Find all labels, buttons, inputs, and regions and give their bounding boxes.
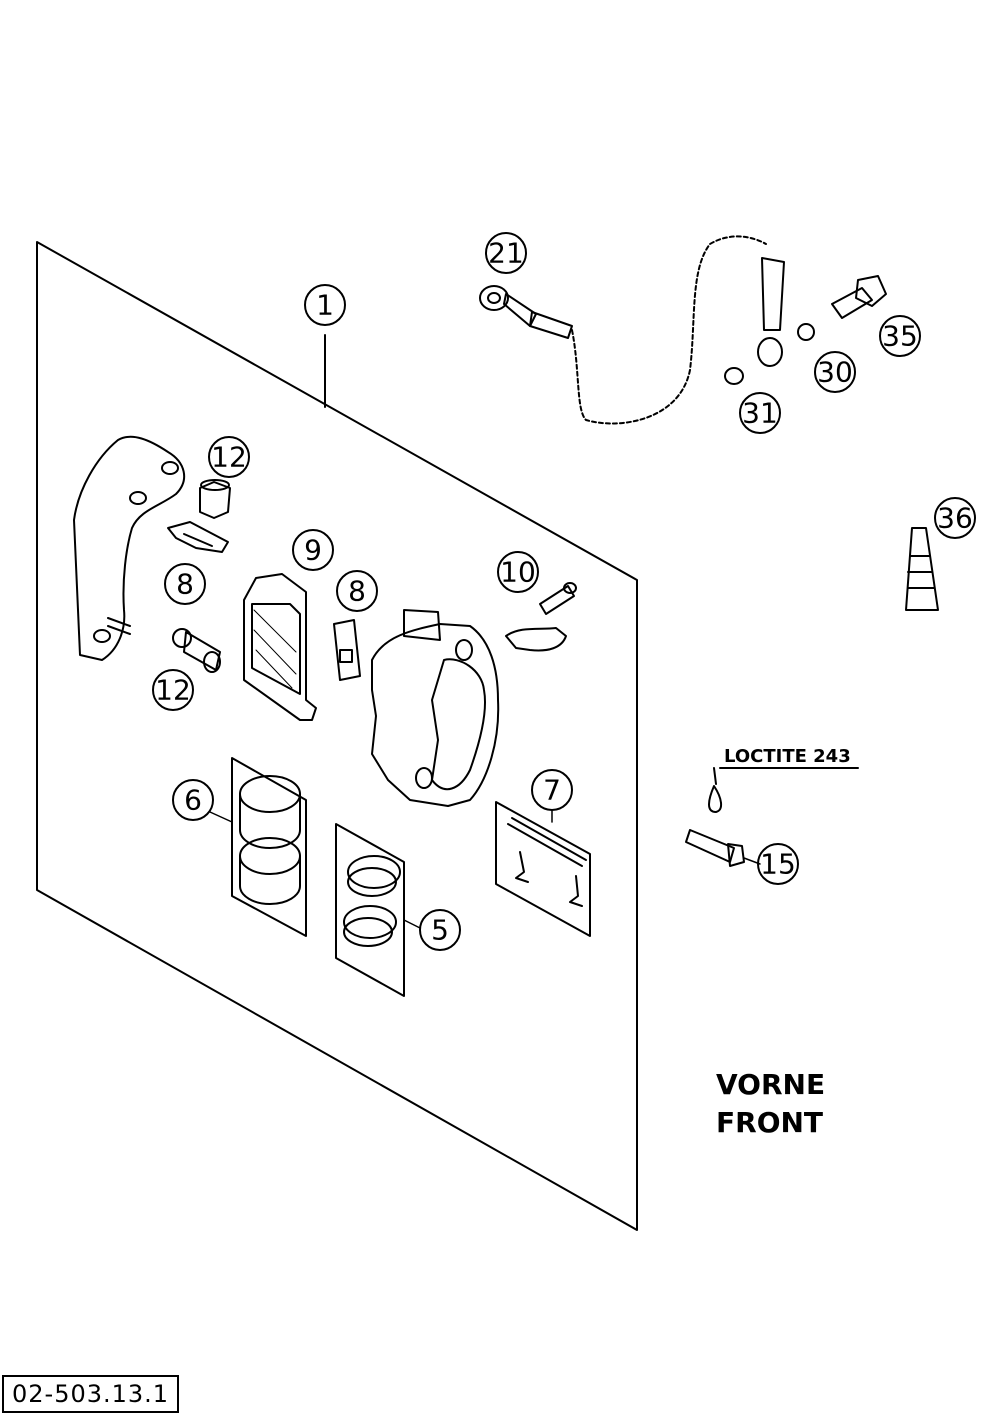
loctite-label: LOCTITE 243 bbox=[724, 746, 851, 767]
callout-8-right: 8 bbox=[348, 575, 366, 608]
callout-31: 31 bbox=[742, 397, 778, 430]
callout-35: 35 bbox=[882, 320, 918, 353]
assembly-frame bbox=[36, 241, 638, 1231]
part-10-bleeder bbox=[505, 582, 577, 652]
callout-10: 10 bbox=[500, 556, 536, 589]
callout-12-upper: 12 bbox=[211, 441, 247, 474]
part-7-pin-kit bbox=[495, 801, 591, 937]
callout-9: 9 bbox=[304, 534, 322, 567]
part-8-retainer-plate bbox=[333, 619, 361, 681]
title-front: FRONT bbox=[716, 1106, 823, 1139]
callout-5: 5 bbox=[431, 914, 449, 947]
part-5-seal-kit bbox=[335, 823, 405, 997]
part-30-washer bbox=[797, 323, 815, 341]
callout-30: 30 bbox=[817, 356, 853, 389]
caliper-bracket bbox=[73, 435, 186, 661]
part-12-guide-pin bbox=[172, 628, 221, 673]
part-9-brake-pad bbox=[243, 573, 317, 721]
title-vorne: VORNE bbox=[716, 1068, 825, 1101]
callout-7: 7 bbox=[543, 774, 561, 807]
part-6-piston-kit bbox=[231, 757, 307, 937]
part-31-washer bbox=[724, 367, 744, 385]
part-36-bleeder-cap bbox=[905, 527, 939, 611]
part-15-bolt bbox=[685, 767, 859, 867]
callout-21: 21 bbox=[488, 237, 524, 270]
part-12-boot bbox=[199, 479, 231, 519]
loctite-leader bbox=[713, 767, 859, 785]
callout-leaders bbox=[209, 809, 761, 929]
callout-12-lower: 12 bbox=[155, 674, 191, 707]
caliper-housing bbox=[371, 609, 500, 807]
callout-1: 1 bbox=[316, 289, 334, 322]
callout-36: 36 bbox=[937, 502, 973, 535]
part-35-banjo-bolt bbox=[831, 275, 887, 319]
callout-circles bbox=[152, 232, 976, 951]
callout-8-left: 8 bbox=[176, 568, 194, 601]
part-21-brake-hose bbox=[479, 235, 785, 425]
callout-numbers: 1 12 8 12 9 8 10 6 7 5 21 35 30 31 36 15 bbox=[155, 237, 973, 947]
part-8-clip-upper bbox=[167, 521, 229, 553]
drawing-reference-number: 02-503.13.1 bbox=[2, 1375, 180, 1413]
callout-15: 15 bbox=[760, 848, 796, 881]
callout-6: 6 bbox=[184, 784, 202, 817]
